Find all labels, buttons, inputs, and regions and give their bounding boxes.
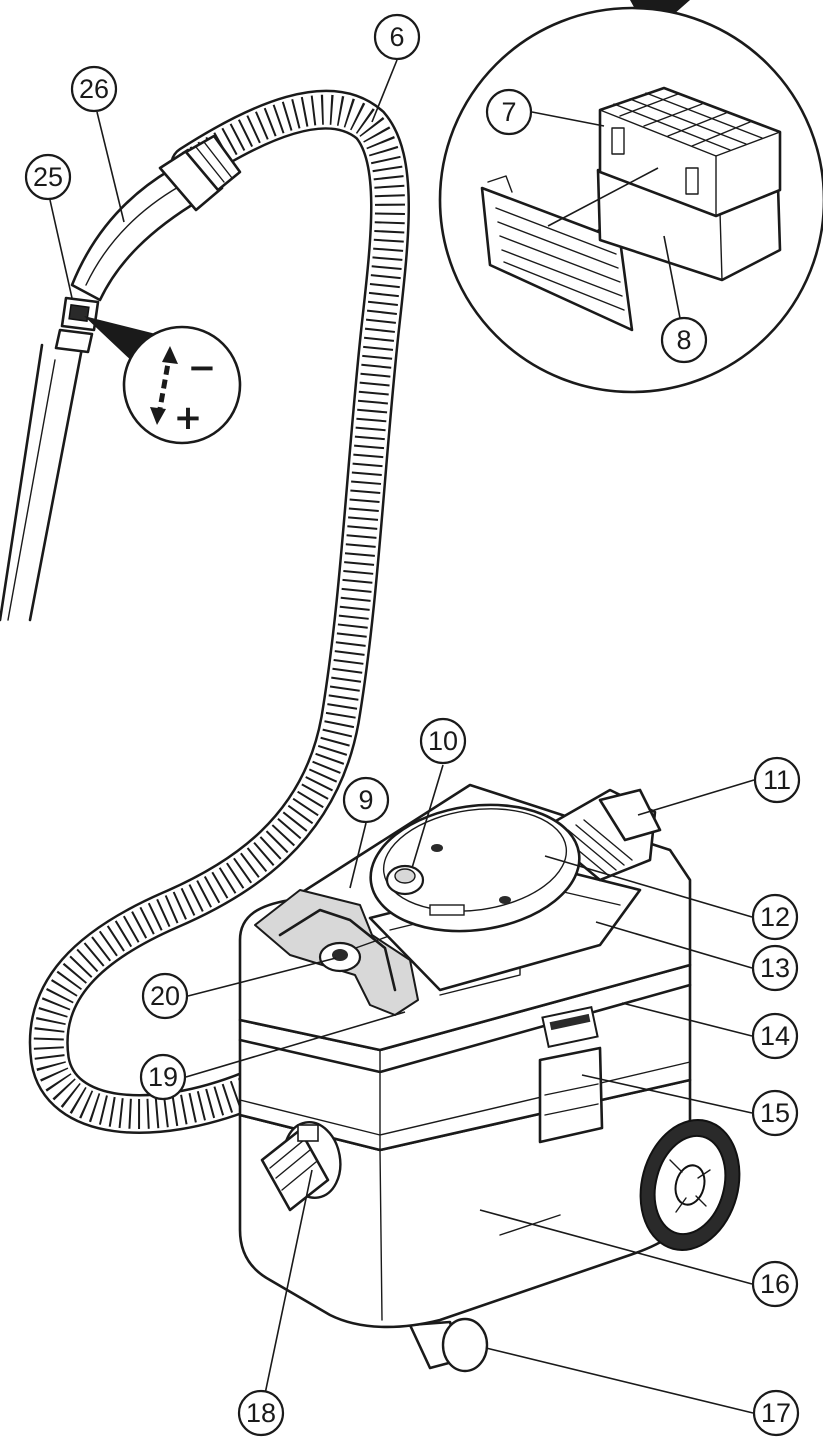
- top-cover: [238, 783, 692, 1052]
- svg-text:8: 8: [676, 325, 691, 355]
- callout-7: 7: [485, 88, 533, 136]
- svg-text:16: 16: [760, 1269, 790, 1299]
- callout-16: 16: [751, 1260, 799, 1308]
- callout-15: 15: [751, 1089, 799, 1137]
- pleated-filter: [598, 86, 782, 218]
- svg-text:15: 15: [760, 1098, 790, 1128]
- latch-clip[interactable]: [538, 1046, 604, 1144]
- svg-text:19: 19: [148, 1062, 178, 1092]
- callout-17: 17: [752, 1389, 800, 1437]
- filter-cover-grille: [480, 175, 634, 332]
- adjust-arrows-icon: [150, 346, 178, 425]
- svg-text:13: 13: [760, 953, 790, 983]
- filter-detail-inset: [438, 6, 823, 394]
- callout-14: 14: [751, 1012, 799, 1060]
- svg-text:18: 18: [246, 1398, 276, 1428]
- callout-11: 11: [753, 756, 801, 804]
- callout-19: 19: [139, 1053, 187, 1101]
- svg-text:25: 25: [33, 162, 63, 192]
- callout-13: 13: [751, 944, 799, 992]
- svg-text:9: 9: [358, 785, 373, 815]
- plus-label: +: [174, 398, 203, 438]
- callout-9: 9: [342, 776, 390, 824]
- callout-10: 10: [419, 717, 467, 765]
- callout-6: 6: [373, 13, 421, 61]
- svg-text:7: 7: [501, 97, 516, 127]
- regulator-symbol: − +: [84, 316, 242, 445]
- svg-text:17: 17: [761, 1398, 791, 1428]
- callout-26: 26: [70, 65, 118, 113]
- svg-text:6: 6: [389, 22, 404, 52]
- minus-label: −: [188, 348, 217, 388]
- suction-regulator[interactable]: [60, 296, 100, 332]
- filter-lid-knob[interactable]: [385, 864, 425, 896]
- callout-8: 8: [660, 316, 708, 364]
- hose-connector[interactable]: [260, 1118, 346, 1212]
- castor-wheel: [408, 1317, 489, 1373]
- svg-text:26: 26: [79, 74, 109, 104]
- callout-18: 18: [237, 1389, 285, 1437]
- svg-text:14: 14: [760, 1021, 790, 1051]
- callout-12: 12: [751, 893, 799, 941]
- callout-20: 20: [141, 972, 189, 1020]
- svg-text:10: 10: [428, 726, 458, 756]
- svg-text:20: 20: [150, 981, 180, 1011]
- vacuum-body: [238, 783, 741, 1373]
- callout-25: 25: [24, 153, 72, 201]
- svg-text:11: 11: [763, 765, 791, 795]
- svg-text:12: 12: [760, 902, 790, 932]
- hose-handle: [0, 134, 242, 622]
- leader-lines: [49, 59, 755, 1414]
- suction-hose: [28, 89, 410, 1134]
- wheel: [639, 1119, 741, 1251]
- power-switch[interactable]: [318, 941, 362, 973]
